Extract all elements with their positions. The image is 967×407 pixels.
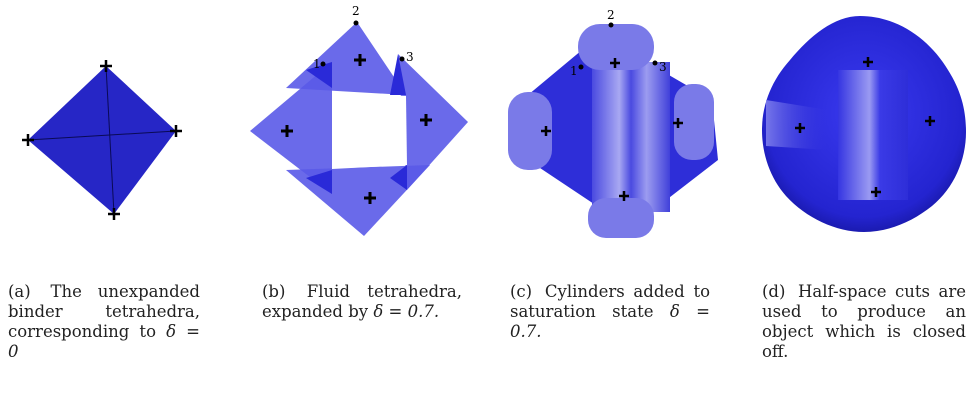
overlap-region <box>390 165 407 190</box>
binder-tetrahedron <box>28 66 176 214</box>
caption-text: The unexpanded binder tetrahedra, corres… <box>8 282 200 341</box>
vertex-marker <box>673 118 683 128</box>
cut-face-left <box>766 100 828 150</box>
caption-text: Half-space cuts are used to produce an o… <box>762 282 966 361</box>
vertex-dot <box>320 61 326 67</box>
vertex-marker <box>364 192 376 204</box>
cylinder <box>838 70 908 200</box>
fluid-tetrahedron-face <box>286 165 430 236</box>
rounded-cap-bottom <box>588 198 654 238</box>
caption-label: (b) <box>262 282 286 301</box>
overlap-region <box>390 54 406 95</box>
rounded-cap-right <box>674 84 714 160</box>
vertex-dot <box>353 20 359 26</box>
vertex-dot <box>652 60 658 66</box>
vertex-label-3: 3 <box>659 60 667 74</box>
tetrahedron-edge <box>105 65 115 215</box>
fluid-tetrahedron-face <box>398 54 468 190</box>
caption-math: δ = 0.7. <box>373 302 440 321</box>
vertex-dot <box>399 56 405 62</box>
caption-label: (d) <box>762 282 786 301</box>
tetrahedron-edge <box>27 130 177 141</box>
caption-math: δ = 0.7. <box>510 302 710 341</box>
caption-label: (c) <box>510 282 533 301</box>
vertex-label-3: 3 <box>406 50 414 64</box>
overlap-region <box>306 170 332 194</box>
vertex-marker <box>354 54 366 66</box>
vertex-marker <box>871 187 881 197</box>
vertex-marker <box>541 126 551 136</box>
rounded-cap-top <box>578 24 654 70</box>
vertex-marker <box>610 58 620 68</box>
vertex-dot <box>608 22 614 28</box>
vertex-label-1: 1 <box>570 64 578 78</box>
vertex-marker <box>281 125 293 137</box>
vertex-label-2: 2 <box>607 8 615 22</box>
caption-math: δ = 0 <box>8 322 200 361</box>
caption-text: Cylinders added to saturation state <box>510 282 711 321</box>
vertex-marker <box>925 116 935 126</box>
caption-text: Fluid tetrahedra, expanded by <box>262 282 462 321</box>
fluid-tetrahedron-face <box>286 22 406 95</box>
panel-b-figure: 1 2 3 <box>250 4 468 236</box>
vertex-marker <box>420 114 432 126</box>
overlap-region <box>306 62 332 88</box>
caption-label: (a) <box>8 282 31 301</box>
cylinder <box>592 62 670 212</box>
caption-a: (a) The unexpanded binder tetrahedra, co… <box>8 282 200 362</box>
vertex-label-1: 1 <box>313 57 321 71</box>
vertex-marker <box>170 125 182 137</box>
vertex-marker <box>619 191 629 201</box>
fluid-tetrahedron-face <box>250 62 332 194</box>
vertex-marker <box>795 123 805 133</box>
vertex-marker <box>108 208 120 220</box>
panel-a-figure <box>22 60 182 220</box>
vertex-marker <box>863 57 873 67</box>
vertex-marker <box>100 60 112 72</box>
rounded-cap-left <box>508 92 552 170</box>
panel-c-figure: 1 2 3 <box>508 8 718 238</box>
vertex-label-2: 2 <box>352 4 360 18</box>
panel-d-figure <box>762 16 966 232</box>
vertex-dot <box>578 64 584 70</box>
vertex-marker <box>22 134 34 146</box>
caption-d: (d) Half-space cuts are used to produce … <box>762 282 966 362</box>
caption-c: (c) Cylinders added to saturation state … <box>510 282 710 342</box>
caption-b: (b) Fluid tetrahedra, expanded by δ = 0.… <box>262 282 462 322</box>
empty-center <box>332 94 407 169</box>
